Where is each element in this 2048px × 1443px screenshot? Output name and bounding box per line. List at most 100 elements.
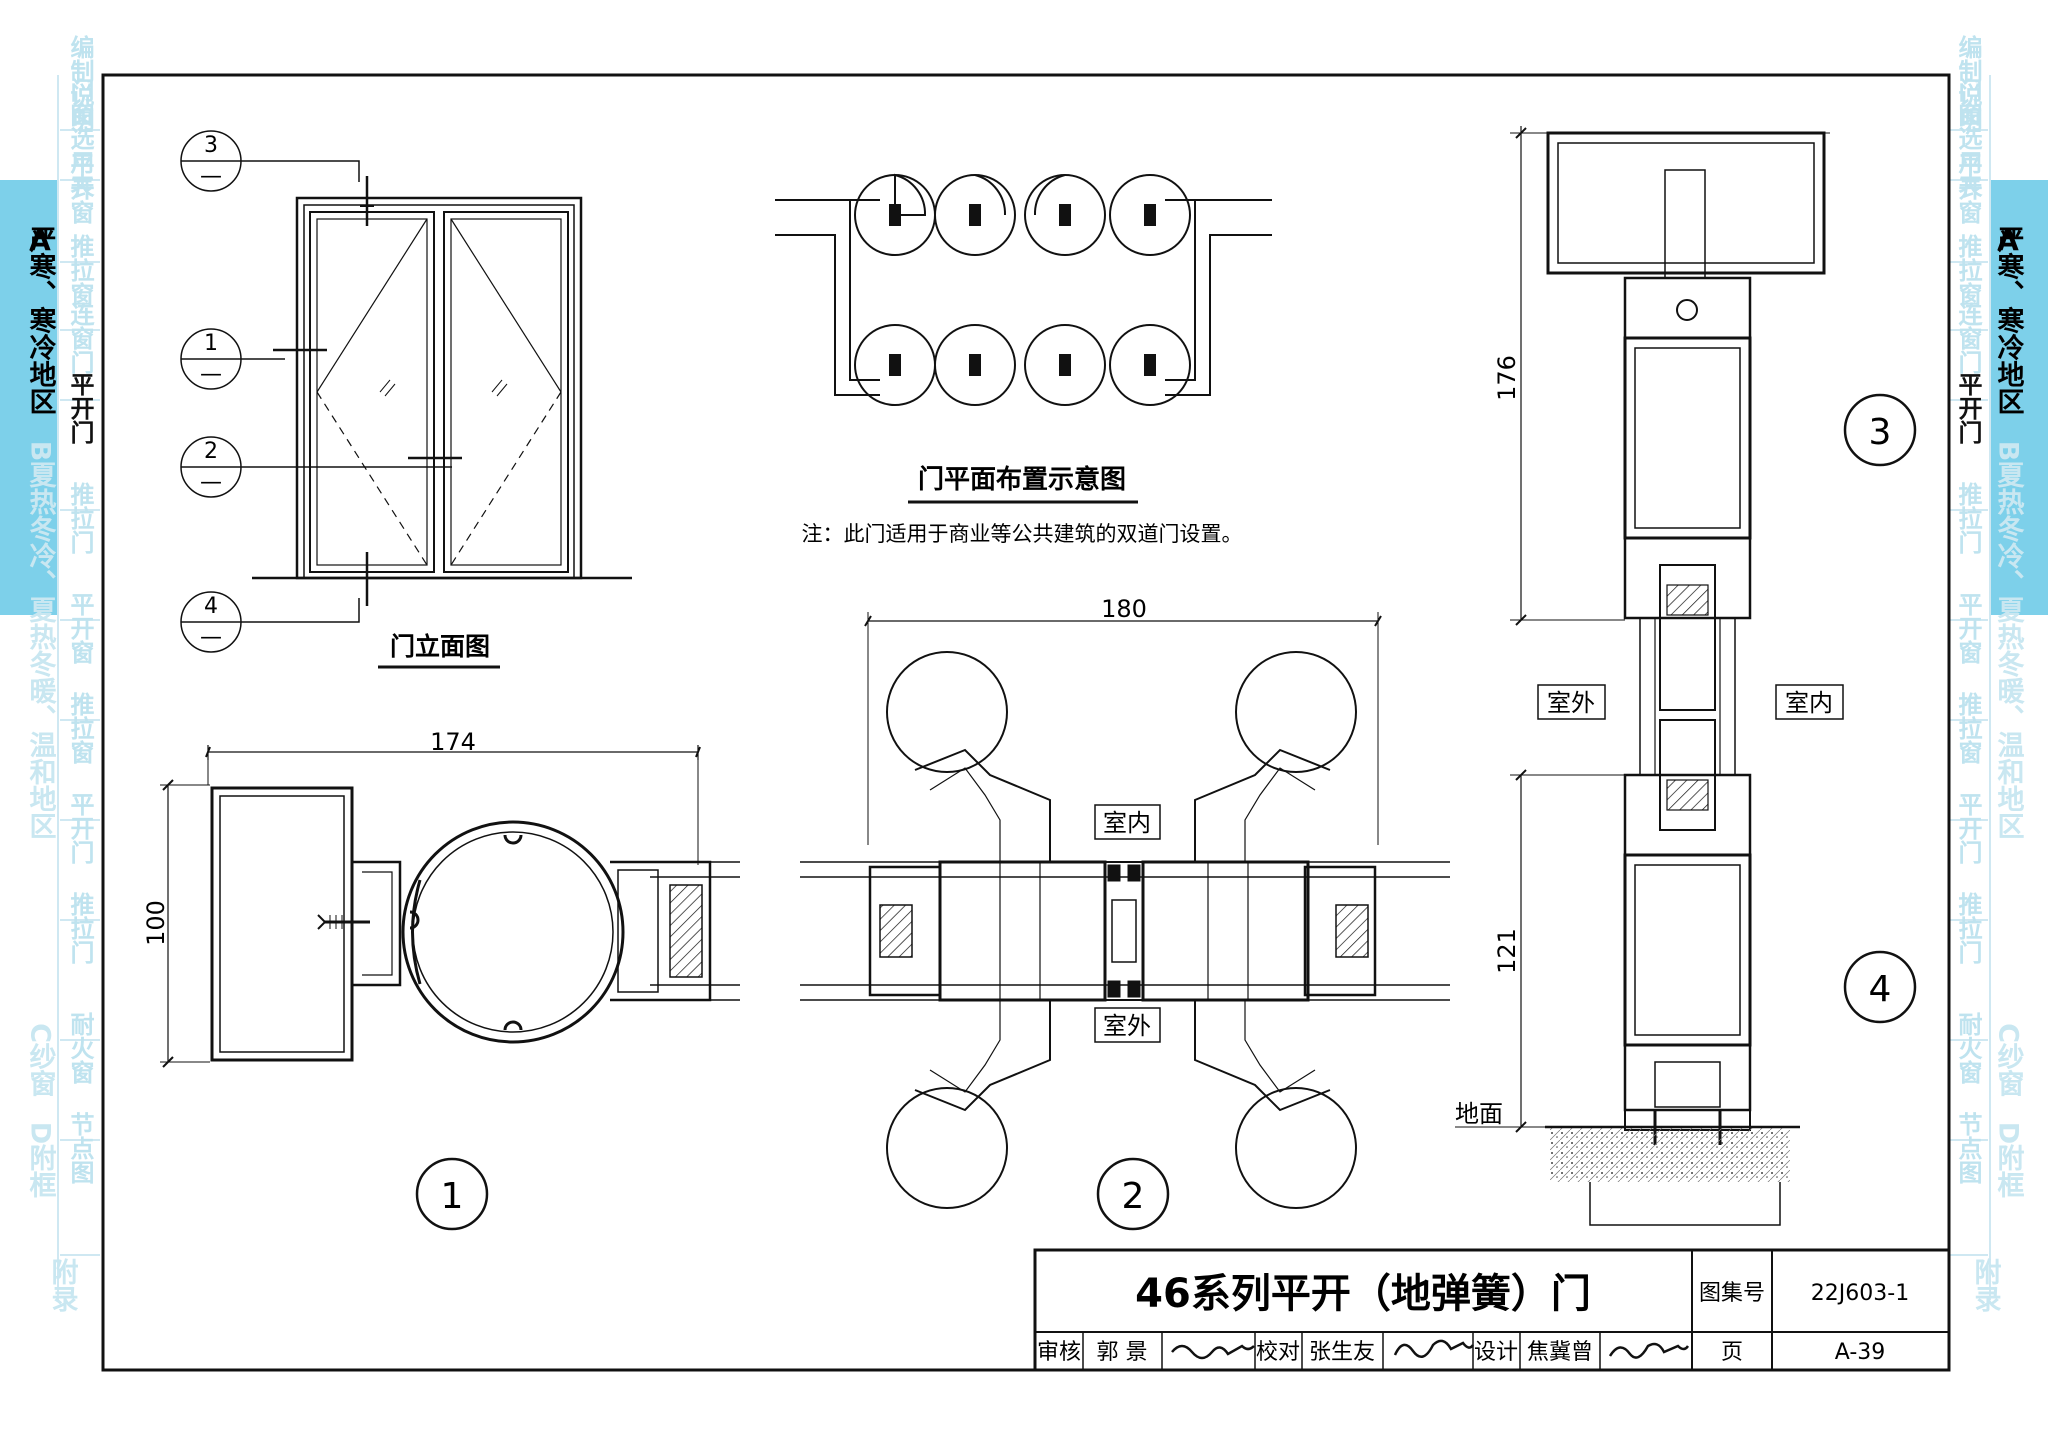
callout-2-sub: — <box>200 470 222 495</box>
section-a-label: 严寒、寒冷地区 <box>25 226 57 415</box>
active-section-a-tab-right[interactable] <box>1990 180 2048 615</box>
callout-2-num: 2 <box>204 439 218 464</box>
atlas-number-label: 图集号 <box>1699 1281 1765 1306</box>
detail-2-outdoor-label: 室外 <box>1103 1012 1151 1040</box>
detail-2-section <box>800 612 1450 1209</box>
right-tab-strip <box>1989 75 2048 1300</box>
left-tab-10[interactable]: 推拉门 <box>66 892 94 965</box>
section-ground-label: 地面 <box>1455 1100 1503 1128</box>
section-3-label: 3 <box>1869 412 1892 453</box>
title-block <box>1033 1248 1951 1372</box>
right-tab-9[interactable]: 平开门 <box>1954 792 1982 865</box>
plan-layout-note: 注：此门适用于商业等公共建筑的双道门设置。 <box>802 522 1243 546</box>
detail-1-width-dimension: 174 <box>430 728 476 756</box>
left-tab-2[interactable]: 平开窗 <box>66 152 94 224</box>
section-d-label[interactable]: D附框 <box>25 1122 57 1198</box>
side-section-a: A 严寒、寒冷地区 B夏热冬冷、夏热冬暖、温和地区 C纱窗 D附框 附录 <box>25 224 78 1313</box>
page-number: A-39 <box>1835 1340 1886 1365</box>
right-tab-0[interactable]: 编制说明 <box>1954 34 1982 132</box>
right-tab-4[interactable]: 连窗门 <box>1954 301 1982 375</box>
right-tab-3[interactable]: 推拉窗 <box>1954 234 1982 306</box>
detail-2-label-circle <box>1096 1157 1170 1231</box>
section-outdoor-label: 室外 <box>1547 689 1595 717</box>
left-tab-1[interactable]: 门窗选用表 <box>66 77 94 199</box>
elevation-callout-labels: 3 — 1 — 2 — 4 — <box>200 133 222 650</box>
reviewer-signature <box>1171 1344 1255 1360</box>
section-4-label: 4 <box>1869 969 1892 1010</box>
section-3-circle <box>1843 393 1917 467</box>
left-tab-labels: 编制说明门窗选用表平开窗推拉窗连窗门平开门推拉门平开窗推拉窗平开门推拉门耐火窗节… <box>60 34 100 1256</box>
left-tab-6[interactable]: 推拉门 <box>66 482 94 555</box>
left-tab-5[interactable]: 平开门 <box>66 372 94 445</box>
callout-3-sub: — <box>200 164 222 189</box>
checker-signature <box>1393 1339 1475 1358</box>
detail-1-section <box>160 745 740 1068</box>
appendix-label[interactable]: 附录 <box>47 1258 78 1313</box>
right-tab-11[interactable]: 耐火窗 <box>1954 1012 1982 1084</box>
right-tab-8[interactable]: 推拉窗 <box>1954 692 1982 764</box>
right-tab-7[interactable]: 平开窗 <box>1954 592 1982 664</box>
callout-3-num: 3 <box>204 133 218 158</box>
section-c-label-right[interactable]: C纱窗 <box>1993 1023 2025 1097</box>
designer-signature <box>1608 1342 1690 1359</box>
right-tab-5[interactable]: 平开门 <box>1954 372 1982 445</box>
section-bottom-dimension: 121 <box>1493 928 1521 974</box>
section-b-label[interactable]: B夏热冬冷、夏热冬暖、温和地区 <box>25 441 57 840</box>
design-label: 设计 <box>1474 1340 1518 1365</box>
right-tab-12[interactable]: 节点图 <box>1954 1112 1982 1185</box>
section-c-label[interactable]: C纱窗 <box>25 1023 57 1097</box>
check-label: 校对 <box>1256 1340 1300 1365</box>
detail-1-label-circle <box>415 1157 489 1231</box>
left-tab-9[interactable]: 平开门 <box>66 792 94 865</box>
vertical-section <box>1455 126 1830 1226</box>
callout-4-sub: — <box>200 625 222 650</box>
designer-name: 焦冀曾 <box>1527 1340 1593 1365</box>
elevation-caption: 门立面图 <box>390 632 490 661</box>
active-section-a-tab[interactable] <box>0 180 58 615</box>
section-b-label-right[interactable]: B夏热冬冷、夏热冬暖、温和地区 <box>1993 441 2025 840</box>
drawing-title: 46系列平开（地弹簧）门 <box>1135 1271 1591 1317</box>
callout-1-sub: — <box>200 362 222 387</box>
checker-name: 张生友 <box>1309 1340 1375 1365</box>
section-4-circle <box>1843 950 1917 1024</box>
callout-1-num: 1 <box>204 331 218 356</box>
signatures <box>1171 1339 1690 1360</box>
sheet-border <box>101 73 1951 1372</box>
detail-1-height-dimension: 100 <box>142 900 170 946</box>
reviewer-name: 郭 景 <box>1097 1340 1148 1365</box>
right-tab-2[interactable]: 平开窗 <box>1954 152 1982 224</box>
appendix-label-right[interactable]: 附录 <box>1970 1258 2001 1313</box>
section-d-label-right[interactable]: D附框 <box>1993 1122 2025 1198</box>
right-tab-6[interactable]: 推拉门 <box>1954 482 1982 555</box>
elevation-callouts <box>180 130 452 653</box>
left-tab-3[interactable]: 推拉窗 <box>66 234 94 306</box>
side-section-a-right: A 严寒、寒冷地区 B夏热冬冷、夏热冬暖、温和地区 C纱窗 D附框 附录 <box>1970 224 2025 1313</box>
section-a-label-right: 严寒、寒冷地区 <box>1993 226 2025 415</box>
right-tab-labels: 编制说明门窗选用表平开窗推拉窗连窗门平开门推拉门平开窗推拉窗平开门推拉门耐火窗节… <box>1948 34 1988 1256</box>
section-a-letter: A <box>29 224 51 257</box>
section-a-letter-right: A <box>1997 224 2019 257</box>
right-tab-10[interactable]: 推拉门 <box>1954 892 1982 965</box>
left-tab-12[interactable]: 节点图 <box>66 1112 94 1185</box>
review-label: 审核 <box>1037 1340 1081 1365</box>
section-top-dimension: 176 <box>1493 355 1521 401</box>
left-tab-4[interactable]: 连窗门 <box>66 301 94 375</box>
detail-2-indoor-label: 室内 <box>1103 809 1151 837</box>
left-tab-11[interactable]: 耐火窗 <box>66 1012 94 1084</box>
plan-layout-caption: 门平面布置示意图 <box>918 464 1126 495</box>
left-tab-strip <box>0 75 100 1300</box>
left-tab-8[interactable]: 推拉窗 <box>66 692 94 764</box>
section-indoor-label: 室内 <box>1785 689 1833 717</box>
atlas-number: 22J603-1 <box>1811 1281 1909 1306</box>
door-elevation <box>252 176 632 606</box>
detail-2-label: 2 <box>1122 1176 1145 1217</box>
callout-4-num: 4 <box>204 594 218 619</box>
right-tab-1[interactable]: 门窗选用表 <box>1954 77 1982 199</box>
left-tab-0[interactable]: 编制说明 <box>66 34 94 132</box>
detail-1-label: 1 <box>441 1176 464 1217</box>
page-label: 页 <box>1721 1340 1743 1365</box>
detail-2-width-dimension: 180 <box>1101 595 1147 623</box>
left-tab-7[interactable]: 平开窗 <box>66 592 94 664</box>
plan-layout-schematic <box>775 173 1272 407</box>
